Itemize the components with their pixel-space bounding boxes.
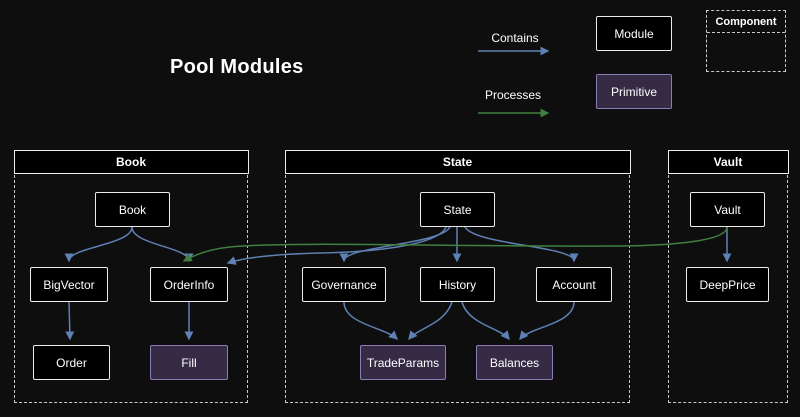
node-book: Book — [95, 192, 170, 227]
node-bigvector: BigVector — [30, 267, 108, 302]
group-state-header: State — [284, 149, 631, 174]
legend-processes-label: Processes — [484, 88, 542, 102]
node-deepprice: DeepPrice — [686, 267, 769, 302]
node-tradeparams: TradeParams — [360, 345, 446, 380]
legend-component-label: Component — [707, 11, 785, 33]
node-governance: Governance — [302, 267, 386, 302]
node-order: Order — [33, 345, 110, 380]
node-history: History — [420, 267, 495, 302]
legend-contains-label: Contains — [491, 31, 539, 45]
node-balances: Balances — [476, 345, 553, 380]
diagram-title: Pool Modules — [170, 56, 304, 78]
legend-component-box: Component — [706, 10, 786, 72]
node-fill: Fill — [150, 345, 228, 380]
legend-module-box: Module — [596, 16, 672, 51]
legend-primitive-box: Primitive — [596, 74, 672, 109]
group-book-header: Book — [13, 149, 249, 174]
node-orderinfo: OrderInfo — [150, 267, 228, 302]
group-vault-header: Vault — [667, 149, 789, 174]
group-vault: Vault — [667, 149, 789, 403]
group-state: State — [284, 149, 631, 403]
group-book: Book — [13, 149, 249, 403]
node-account: Account — [536, 267, 612, 302]
node-state: State — [420, 192, 495, 227]
node-vault: Vault — [690, 192, 765, 227]
